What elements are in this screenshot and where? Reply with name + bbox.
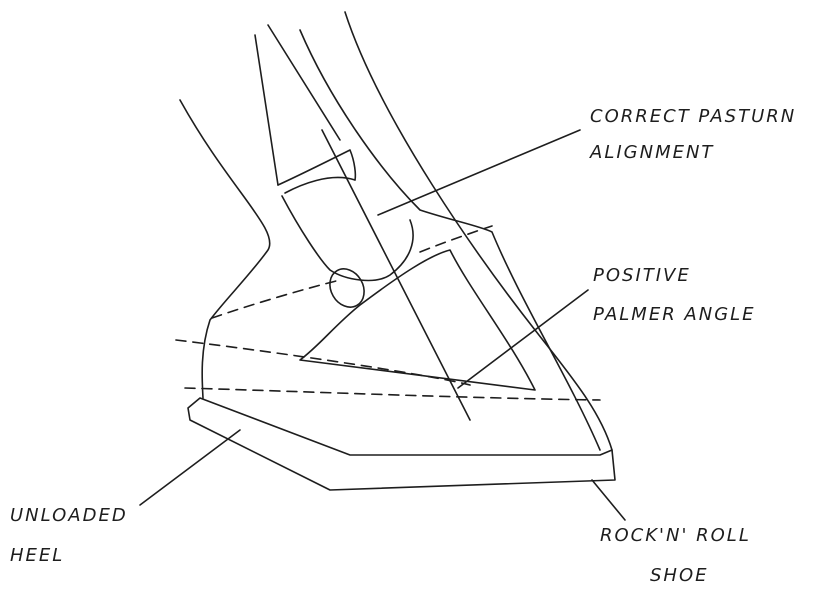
pastern-label-line1: CORRECT PASTURN <box>590 106 796 127</box>
pastern-label-line2: ALIGNMENT <box>590 142 714 163</box>
shoe-label-line1: ROCK'N' ROLL <box>600 525 751 546</box>
palmer-dash-lower <box>185 388 600 400</box>
leader-heel <box>140 430 240 505</box>
heel-label-line2: HEEL <box>10 545 64 566</box>
cannon-bone-left <box>255 35 278 185</box>
heel-label-line1: UNLOADED <box>10 505 128 526</box>
pastern-axis-line <box>322 130 470 420</box>
leader-pastern <box>378 130 580 215</box>
coronet-dash <box>420 226 492 252</box>
cannon-bone-right <box>268 25 340 140</box>
palmer-label-line1: POSITIVE <box>593 265 691 286</box>
heel-dash <box>212 280 340 318</box>
shoe-outline <box>188 398 615 490</box>
leader-shoe <box>592 480 625 520</box>
palmer-label-line2: PALMER ANGLE <box>593 304 756 325</box>
shoe-label-line2: SHOE <box>650 565 709 586</box>
hoof-front-wall <box>345 12 612 450</box>
heel-back-line <box>180 100 270 398</box>
fetlock-lower <box>285 177 355 193</box>
hoof-dorsal-line <box>300 30 600 450</box>
